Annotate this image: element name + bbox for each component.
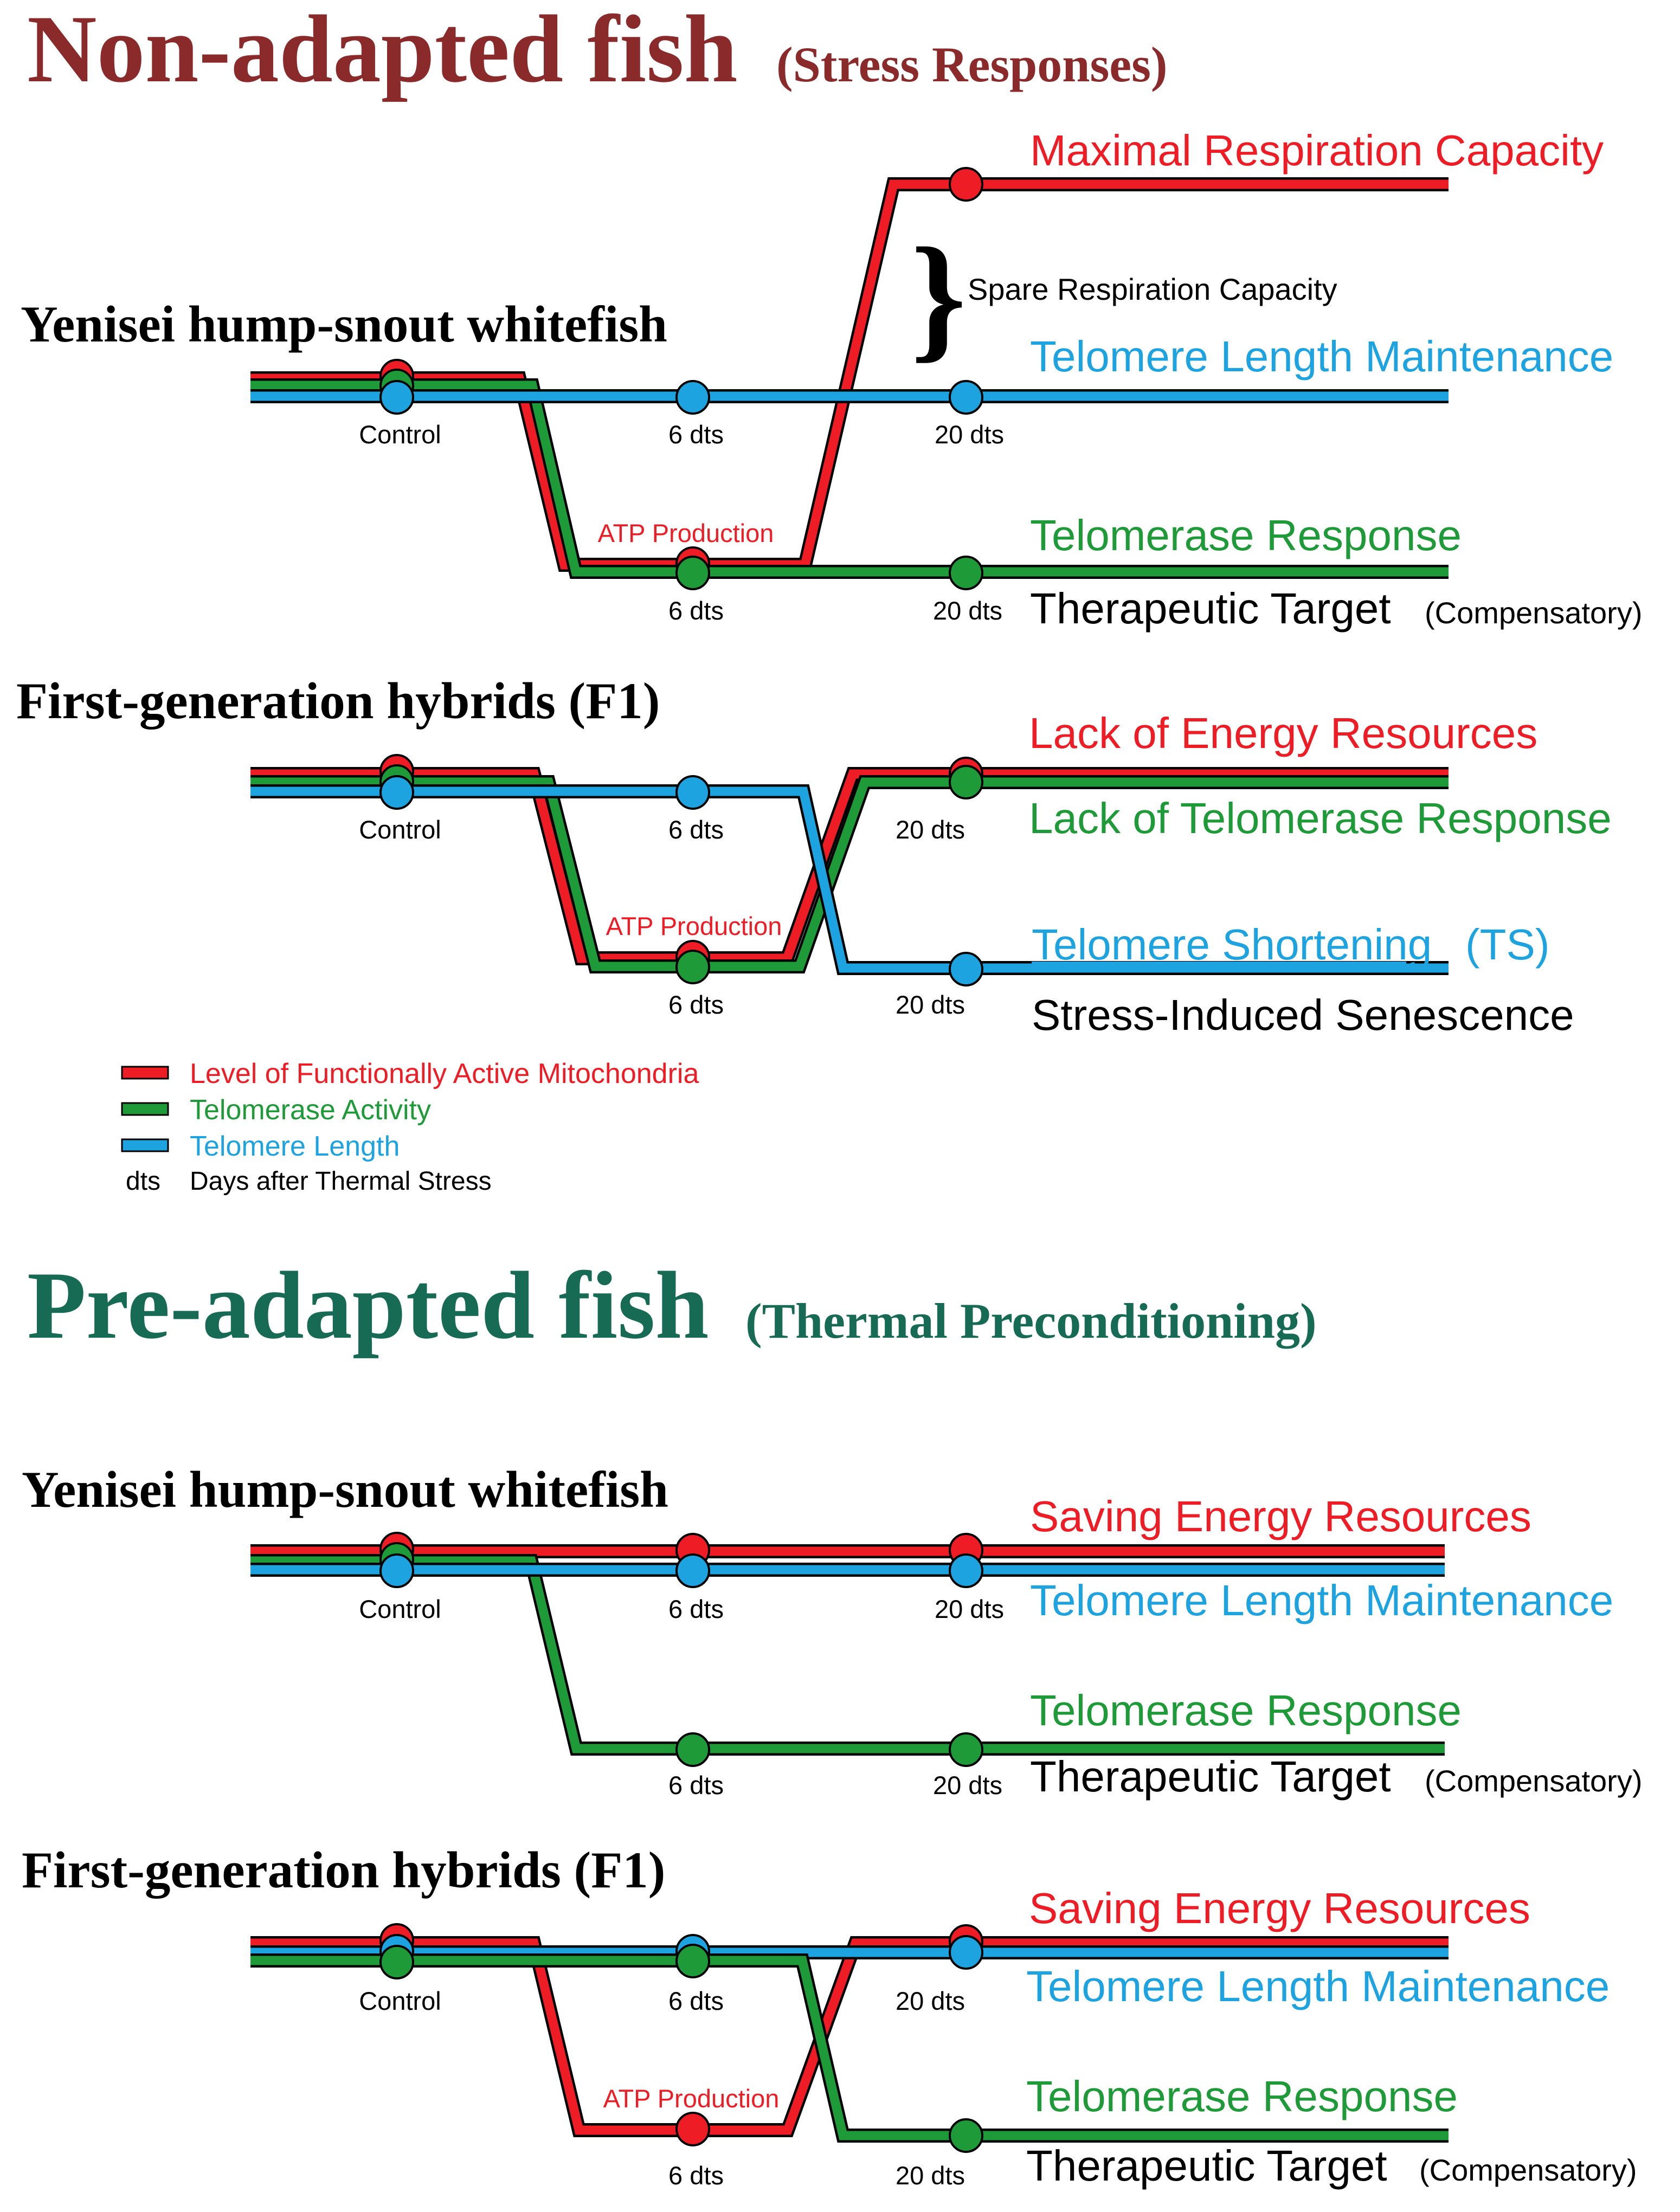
outcome-therapeutic-target: Therapeutic Target: [1030, 584, 1391, 633]
panel-heading: Yenisei hump-snout whitefish: [21, 295, 667, 353]
label-atp: ATP Production: [598, 519, 774, 547]
outcome-therapeutic-target: Therapeutic Target: [1026, 2142, 1387, 2190]
nonadapted-title: Non-adapted fish: [27, 0, 738, 102]
marker-telomere-6dts: [675, 775, 710, 810]
outcome-saving-energy: Saving Energy Resources: [1030, 1492, 1531, 1540]
legend-label-telomere: Telomere Length: [190, 1131, 400, 1162]
outcome-telomerase-response: Telomerase Response: [1026, 2072, 1458, 2120]
outcome-telomere-maintenance: Telomere Length Maintenance: [1026, 1962, 1610, 2010]
outcome-lack-telomerase: Lack of Telomerase Response: [1029, 794, 1612, 842]
marker-telomere-6dts: [675, 380, 710, 415]
panel-nonadapted-hybrids: First-generation hybrids (F1) Control 6 …: [16, 672, 1612, 1039]
legend-abbrev: dts: [126, 1167, 160, 1196]
outcome-telomere-maintenance: Telomere Length Maintenance: [1030, 1576, 1613, 1624]
legend-label-telomerase: Telomerase Activity: [190, 1094, 431, 1126]
label-6dts-top: 6 dts: [668, 1987, 724, 2015]
outcome-therapeutic-target: Therapeutic Target: [1030, 1752, 1391, 1801]
legend-swatch-mito: [121, 1066, 169, 1080]
outcome-lack-energy: Lack of Energy Resources: [1029, 709, 1537, 757]
nonadapted-subtitle: (Stress Responses): [776, 37, 1168, 92]
panel-heading: First-generation hybrids (F1): [22, 1841, 665, 1899]
marker-telomerase-20dts: [949, 556, 983, 590]
panel-heading: Yenisei hump-snout whitefish: [22, 1461, 668, 1518]
preadapted-title: Pre-adapted fish: [27, 1252, 709, 1359]
panel-nonadapted-whitefish: Yenisei hump-snout whitefish Control 6 d…: [21, 126, 1642, 633]
label-control: Control: [359, 420, 441, 449]
marker-mito-20dts: [949, 167, 983, 202]
preadapted-subtitle: (Thermal Preconditioning): [745, 1293, 1317, 1349]
marker-telomerase-20dts: [949, 2118, 983, 2153]
outcome-telomerase-response: Telomerase Response: [1030, 511, 1462, 559]
label-6dts-bottom: 6 dts: [668, 2161, 724, 2190]
outcome-maximal-respiration: Maximal Respiration Capacity: [1030, 126, 1604, 175]
legend-swatch-telomerase: [121, 1102, 169, 1116]
label-control: Control: [359, 815, 441, 844]
outcome-senescence: Stress-Induced Senescence: [1032, 991, 1574, 1039]
label-6dts-top: 6 dts: [668, 815, 724, 844]
outcome-compensatory: (Compensatory): [1425, 1764, 1642, 1798]
label-20dts-bottom: 20 dts: [933, 1771, 1002, 1800]
legend-label-mito: Level of Functionally Active Mitochondri…: [190, 1058, 699, 1089]
marker-telomerase-6dts: [675, 950, 710, 984]
legend: Level of Functionally Active Mitochondri…: [121, 1058, 699, 1196]
label-20dts-top: 20 dts: [896, 815, 965, 844]
marker-telomerase-6dts: [675, 556, 710, 590]
label-20dts-top: 20 dts: [896, 1987, 965, 2015]
marker-telomerase-20dts: [949, 765, 983, 799]
label-6dts-bottom: 6 dts: [668, 1771, 724, 1800]
label-atp: ATP Production: [603, 2084, 780, 2113]
bracket-symbol: }: [911, 219, 966, 375]
panel-preadapted-hybrids: First-generation hybrids (F1) Control 6 …: [22, 1841, 1637, 2190]
outcome-ts: (TS): [1465, 920, 1550, 969]
label-control: Control: [359, 1987, 441, 2015]
outcome-saving-energy: Saving Energy Resources: [1029, 1884, 1530, 1932]
marker-telomerase-control: [379, 1945, 414, 1979]
legend-swatch-telomere: [121, 1138, 169, 1152]
telomere-line: [250, 784, 1449, 975]
label-control: Control: [359, 1595, 441, 1623]
marker-telomere-control: [379, 380, 414, 415]
label-6dts-bottom: 6 dts: [668, 990, 724, 1019]
marker-telomere-control: [379, 1553, 414, 1588]
marker-telomere-20dts: [949, 1553, 983, 1588]
bracket-label: Spare Respiration Capacity: [968, 272, 1337, 306]
marker-mito-6dts: [675, 2112, 710, 2146]
marker-telomere-20dts: [949, 1935, 983, 1970]
legend-abbrev-label: Days after Thermal Stress: [190, 1167, 492, 1196]
label-20dts-top: 20 dts: [935, 1595, 1004, 1623]
label-6dts-top: 6 dts: [668, 1595, 724, 1623]
marker-telomere-6dts: [675, 1553, 710, 1588]
marker-telomere-20dts: [949, 952, 983, 986]
label-atp: ATP Production: [606, 912, 782, 940]
outcome-compensatory: (Compensatory): [1425, 596, 1642, 630]
marker-telomerase-20dts: [949, 1732, 983, 1767]
label-20dts-bottom: 20 dts: [896, 990, 965, 1019]
label-20dts-bottom: 20 dts: [933, 596, 1002, 625]
label-6dts-top: 6 dts: [668, 420, 724, 449]
outcome-telomere-shortening: Telomere Shortening: [1032, 920, 1432, 969]
outcome-compensatory: (Compensatory): [1419, 2153, 1637, 2187]
panel-preadapted-whitefish: Yenisei hump-snout whitefish Control 6 d…: [22, 1461, 1642, 1801]
panel-heading: First-generation hybrids (F1): [16, 672, 660, 730]
label-6dts-bottom: 6 dts: [668, 596, 724, 625]
outcome-telomerase-response: Telomerase Response: [1030, 1686, 1462, 1734]
marker-telomere-control: [379, 775, 414, 810]
marker-telomerase-6dts: [675, 1944, 710, 1978]
marker-telomere-20dts: [949, 380, 983, 415]
label-20dts-top: 20 dts: [935, 420, 1004, 449]
telomerase-line: [250, 1953, 1449, 2143]
label-20dts-bottom: 20 dts: [896, 2161, 965, 2190]
marker-telomerase-6dts: [675, 1732, 710, 1767]
outcome-telomere-maintenance: Telomere Length Maintenance: [1030, 332, 1613, 381]
